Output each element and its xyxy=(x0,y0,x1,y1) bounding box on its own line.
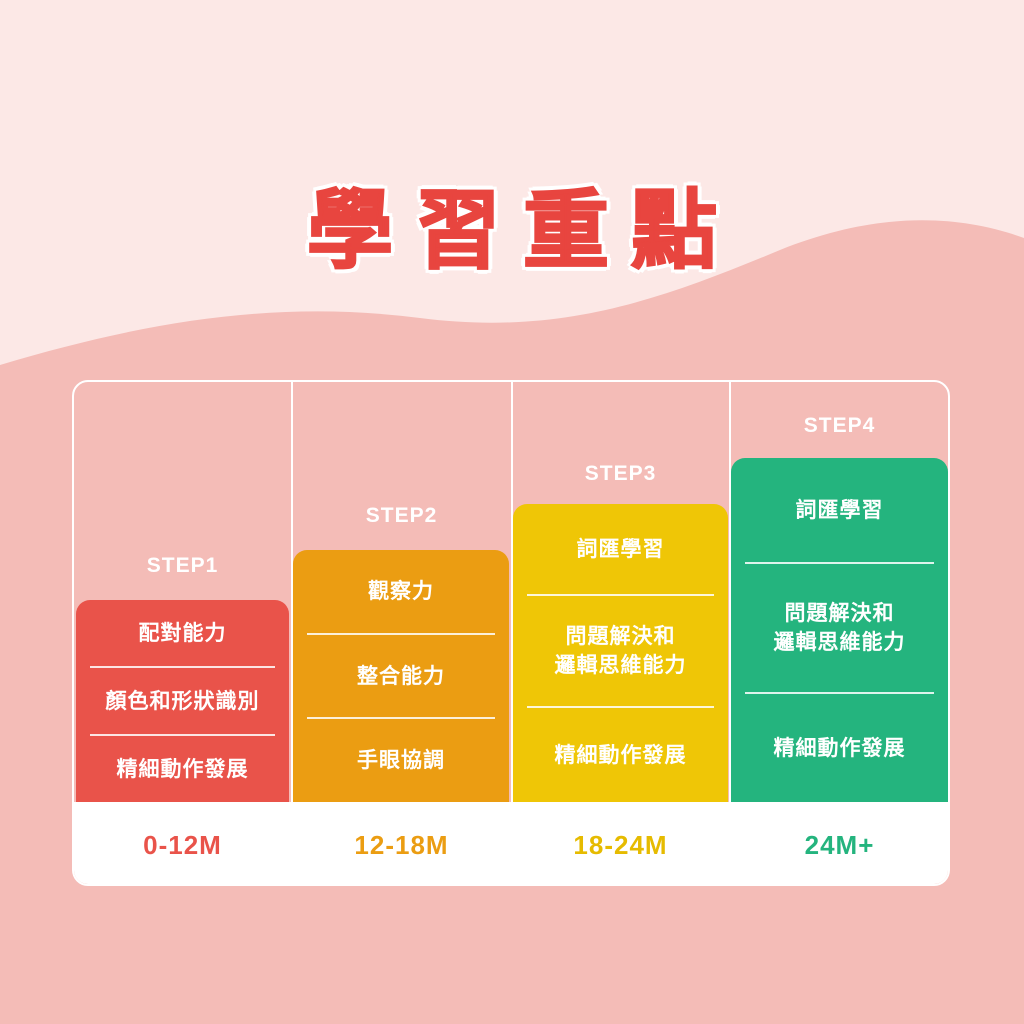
step2-label: STEP2 xyxy=(365,504,438,527)
step4-block: 詞匯學習 問題解決和 邏輯思維能力 精細動作發展 xyxy=(731,458,948,802)
step1-item: 顏色和形狀識別 xyxy=(90,666,275,734)
step3-item: 精細動作發展 xyxy=(527,706,714,802)
step4-item: 問題解決和 邏輯思維能力 xyxy=(745,562,934,692)
step1-item: 配對能力 xyxy=(138,620,227,645)
step3-item: 問題解決和 邏輯思維能力 xyxy=(527,594,714,706)
step4-age: 24M+ xyxy=(804,830,875,860)
step3-item: 詞匯學習 xyxy=(576,536,665,561)
column-divider xyxy=(511,382,513,802)
step2-block: 觀察力 整合能力 手眼協調 xyxy=(293,550,509,802)
step2-item: 觀察力 xyxy=(368,578,434,603)
step1-label: STEP1 xyxy=(146,554,219,577)
step4-item: 詞匯學習 xyxy=(795,497,884,522)
step1-block: 配對能力 顏色和形狀識別 精細動作發展 xyxy=(76,600,289,802)
column-divider xyxy=(729,382,731,802)
steps-board: STEP1 配對能力 顏色和形狀識別 精細動作發展 STEP2 觀察力 整合能力… xyxy=(72,380,950,886)
step3-age: 18-24M xyxy=(573,830,668,860)
step3-block: 詞匯學習 問題解決和 邏輯思維能力 精細動作發展 xyxy=(513,504,728,802)
step1-age: 0-12M xyxy=(143,830,222,860)
step2-item: 手眼協調 xyxy=(307,717,495,802)
step4-item: 精細動作發展 xyxy=(745,692,934,802)
step2-item: 整合能力 xyxy=(307,632,495,718)
step3-label: STEP3 xyxy=(584,462,657,485)
page-title: 學習重點 xyxy=(306,180,739,282)
column-divider xyxy=(291,382,293,802)
age-footer: 0-12M 12-18M 18-24M 24M+ xyxy=(74,802,948,884)
step2-age: 12-18M xyxy=(354,830,449,860)
step4-label: STEP4 xyxy=(803,414,876,437)
step1-item: 精細動作發展 xyxy=(90,734,275,802)
